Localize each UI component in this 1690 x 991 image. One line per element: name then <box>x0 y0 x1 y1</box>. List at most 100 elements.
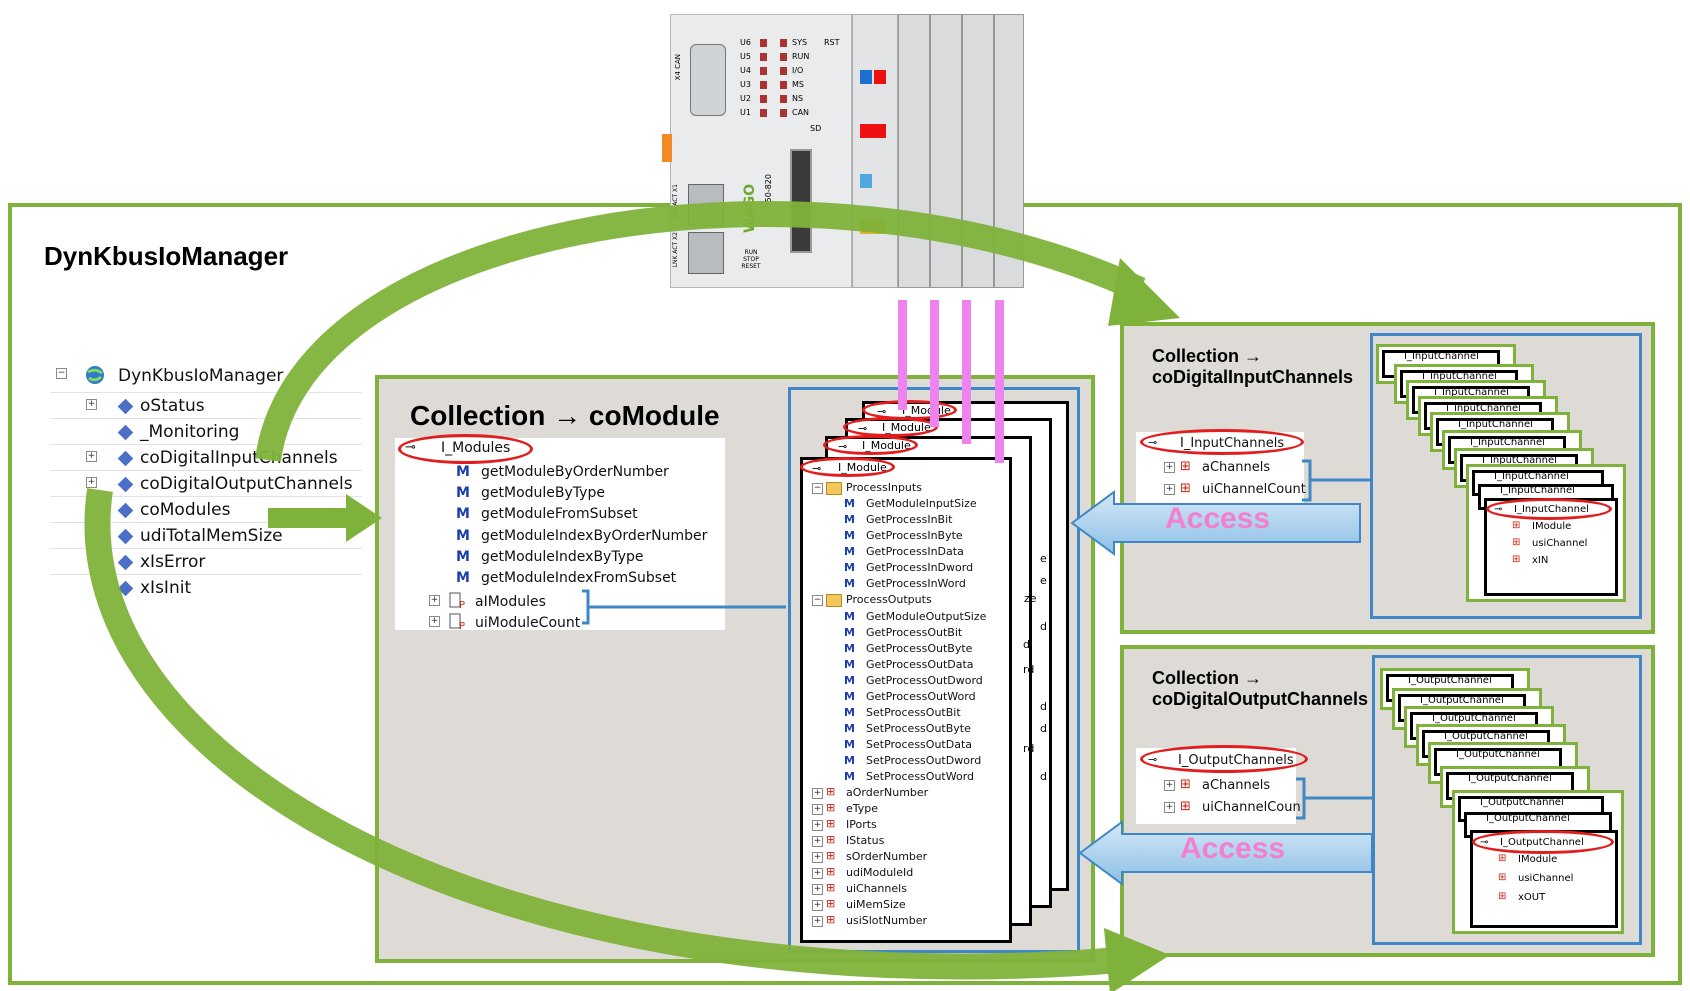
card-label: I_OutputChannel <box>1420 695 1504 706</box>
method-label[interactable]: SetProcessOutDword <box>866 754 982 767</box>
property-label[interactable]: uiChannelCoun <box>1202 800 1301 815</box>
expand-toggle[interactable]: + <box>812 916 823 927</box>
method-icon: M <box>844 610 855 623</box>
card-label: I_OutputChannel <box>1456 749 1540 760</box>
module-panel-title: Collection → coModule <box>410 400 720 431</box>
expand-toggle[interactable]: + <box>812 900 823 911</box>
expand-toggle[interactable]: + <box>86 399 97 410</box>
tree-item[interactable]: + coDigitalInputChannels <box>50 444 362 468</box>
tree-item[interactable]: _Monitoring <box>50 418 362 442</box>
property-label[interactable]: aChannels <box>1202 460 1271 475</box>
property-icon: ⊞ <box>1180 777 1191 792</box>
method-label[interactable]: GetProcessOutByte <box>866 642 973 655</box>
led <box>760 109 767 117</box>
method-label[interactable]: SetProcessOutByte <box>866 722 971 735</box>
expand-toggle[interactable]: + <box>429 595 440 606</box>
front-prop[interactable]: xIN <box>1532 555 1549 566</box>
collapse-toggle[interactable]: − <box>812 483 823 494</box>
field-label[interactable]: uiChannels <box>846 882 907 895</box>
expand-toggle[interactable]: + <box>86 451 97 462</box>
method-label[interactable]: getModuleIndexByOrderNumber <box>481 528 708 544</box>
field-label[interactable]: udiModuleId <box>846 866 914 879</box>
led <box>780 95 787 103</box>
tree-item[interactable]: coModules <box>50 496 362 520</box>
method-label[interactable]: GetProcessOutBit <box>866 626 963 639</box>
collapse-toggle[interactable]: − <box>812 595 823 606</box>
property-label[interactable]: uiModuleCount <box>475 615 581 631</box>
method-label[interactable]: getModuleIndexByType <box>481 549 644 565</box>
field-label[interactable]: IStatus <box>846 834 885 847</box>
method-label[interactable]: GetModuleInputSize <box>866 497 977 510</box>
pink-link <box>962 300 971 444</box>
method-label[interactable]: GetProcessOutData <box>866 658 974 671</box>
tree-item[interactable]: + oStatus <box>50 392 362 416</box>
method-label[interactable]: GetProcessInDword <box>866 561 974 574</box>
method-label[interactable]: getModuleFromSubset <box>481 506 638 522</box>
field-label[interactable]: IPorts <box>846 818 877 831</box>
tree-item[interactable]: xIsInit <box>50 574 362 598</box>
folder-label[interactable]: ProcessOutputs <box>846 593 932 606</box>
tree-item[interactable]: udiTotalMemSize <box>50 522 362 546</box>
front-prop[interactable]: IModule <box>1518 854 1558 865</box>
method-label[interactable]: GetProcessInData <box>866 545 964 558</box>
front-prop[interactable]: xOUT <box>1518 892 1546 903</box>
led <box>760 67 767 75</box>
tree-item[interactable]: − DynKbusIoManager <box>50 364 362 386</box>
tree-item[interactable]: xIsError <box>50 548 362 572</box>
front-prop[interactable]: usiChannel <box>1532 538 1588 549</box>
property-icon: ⊞ <box>826 865 836 878</box>
led <box>760 39 767 47</box>
property-label[interactable]: uiChannelCount <box>1202 482 1306 497</box>
method-label[interactable]: GetModuleOutputSize <box>866 610 987 623</box>
input-stack-box <box>1370 333 1642 619</box>
method-label[interactable]: SetProcessOutWord <box>866 770 975 783</box>
field-label[interactable]: uiMemSize <box>846 898 906 911</box>
svg-text:P: P <box>459 621 465 631</box>
front-prop[interactable]: usiChannel <box>1518 873 1574 884</box>
led <box>780 81 787 89</box>
led-label: I/O <box>792 66 804 75</box>
modules-tree: ⊸ I_Modules M getModuleByOrderNumber M g… <box>395 434 725 631</box>
method-label[interactable]: GetProcessInWord <box>866 577 966 590</box>
method-label[interactable]: getModuleByType <box>481 485 605 501</box>
property-label[interactable]: aChannels <box>1202 778 1271 793</box>
expand-toggle[interactable]: + <box>812 884 823 895</box>
field-label[interactable]: sOrderNumber <box>846 850 928 863</box>
expand-toggle[interactable]: + <box>812 868 823 879</box>
property-label[interactable]: aIModules <box>475 594 546 610</box>
method-label[interactable]: SetProcessOutBit <box>866 706 961 719</box>
module-card[interactable] <box>800 457 1012 943</box>
expand-toggle[interactable]: + <box>1164 802 1175 813</box>
expand-toggle[interactable]: + <box>1164 462 1175 473</box>
property-icon: P <box>449 592 465 610</box>
folder-label[interactable]: ProcessInputs <box>846 481 922 494</box>
method-label[interactable]: getModuleByOrderNumber <box>481 464 669 480</box>
led <box>780 53 787 61</box>
method-label[interactable]: GetProcessInBit <box>866 513 953 526</box>
method-label[interactable]: SetProcessOutData <box>866 738 972 751</box>
expand-toggle[interactable]: + <box>1164 780 1175 791</box>
expand-toggle[interactable]: + <box>429 616 440 627</box>
expand-toggle[interactable]: + <box>812 836 823 847</box>
expand-toggle[interactable]: + <box>812 852 823 863</box>
method-label[interactable]: GetProcessInByte <box>866 529 963 542</box>
field-label[interactable]: eType <box>846 802 879 815</box>
module-connector <box>582 589 786 625</box>
expand-toggle[interactable]: + <box>86 477 97 488</box>
field-label[interactable]: usiSlotNumber <box>846 914 928 927</box>
expand-toggle[interactable]: + <box>812 820 823 831</box>
expand-toggle[interactable]: + <box>812 788 823 799</box>
expand-toggle[interactable]: + <box>812 804 823 815</box>
expand-toggle[interactable]: + <box>1164 484 1175 495</box>
method-label[interactable]: getModuleIndexFromSubset <box>481 570 677 586</box>
method-icon: M <box>844 497 855 510</box>
property-icon: ⊞ <box>826 881 836 894</box>
field-label[interactable]: aOrderNumber <box>846 786 929 799</box>
collapse-toggle[interactable]: − <box>56 368 67 379</box>
front-prop[interactable]: IModule <box>1532 521 1572 532</box>
method-label[interactable]: GetProcessOutWord <box>866 690 976 703</box>
method-icon: M <box>844 722 855 735</box>
method-label[interactable]: GetProcessOutDword <box>866 674 983 687</box>
tree-label: DynKbusIoManager <box>118 366 284 386</box>
tree-item[interactable]: + coDigitalOutputChannels <box>50 470 362 494</box>
